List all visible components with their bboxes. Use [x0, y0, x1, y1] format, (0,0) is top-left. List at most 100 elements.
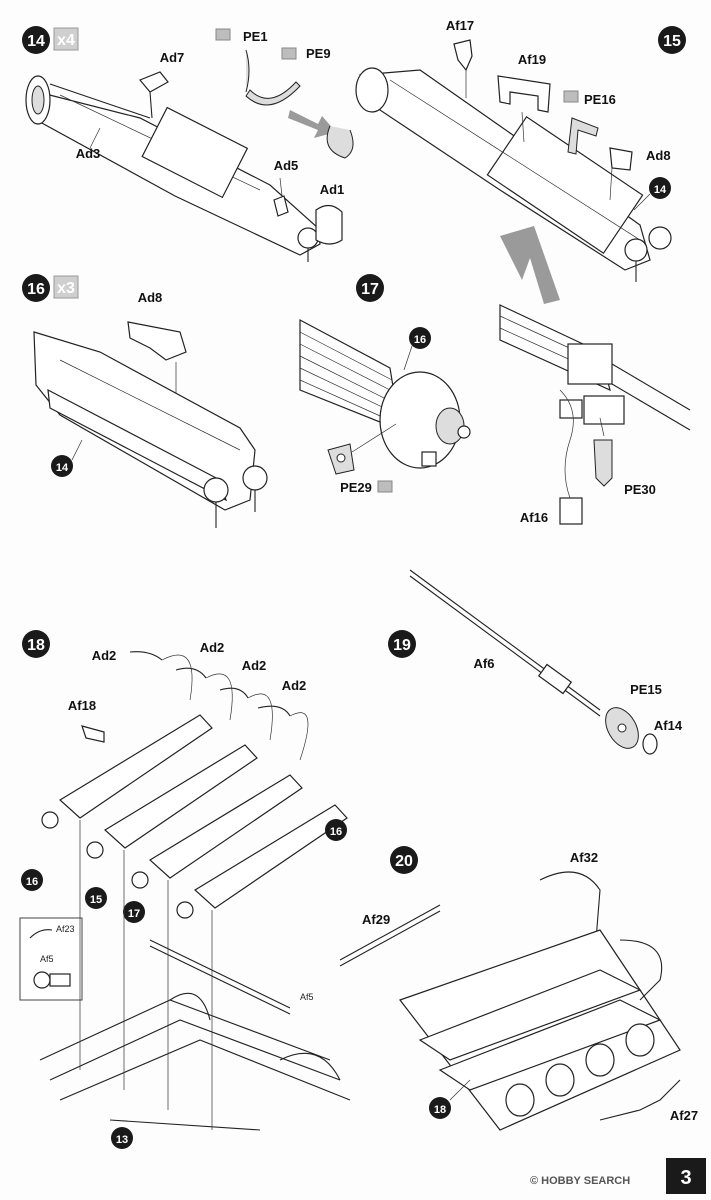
step-14: 14 x4 Ad7 PE1 PE9 Ad3 Ad5 — [22, 26, 344, 262]
etched-part-icon — [377, 480, 393, 493]
mount-frame-13 — [39, 992, 351, 1131]
subassembly-ref-17: 17 — [128, 908, 140, 920]
subassembly-ref-badge — [409, 327, 431, 349]
alignment-lines — [79, 820, 213, 1130]
watermark: © HOBBY SEARCH — [530, 1175, 630, 1187]
label-ad5: Ad5 — [274, 158, 299, 173]
part-ad1 — [315, 204, 343, 245]
label-ad1: Ad1 — [320, 182, 345, 197]
part-pe1 — [245, 49, 250, 93]
etched-part-icon — [563, 90, 579, 103]
part-ad7 — [139, 71, 169, 93]
label-ad2-d: Ad2 — [282, 678, 307, 693]
label-af27: Af27 — [670, 1108, 698, 1123]
gun-row — [41, 714, 348, 919]
label-ad8-s15: Ad8 — [646, 148, 671, 163]
label-ad7: Ad7 — [160, 50, 185, 65]
label-af29: Af29 — [362, 912, 390, 927]
subassembly-ref-13: 13 — [116, 1134, 128, 1146]
receiver-top-detail — [499, 304, 691, 431]
part-af18 — [81, 725, 105, 743]
step-number-17: 17 — [361, 281, 379, 298]
multiplier-16: x3 — [57, 280, 75, 297]
label-ad2-a: Ad2 — [92, 648, 117, 663]
multiplier-box-14 — [53, 27, 79, 51]
label-ad3: Ad3 — [76, 146, 101, 161]
subassembly-ref-badge — [21, 869, 43, 891]
label-pe9: PE9 — [306, 46, 331, 61]
part-af17 — [453, 39, 473, 72]
step-number-15: 15 — [663, 33, 681, 50]
subassembly-ref-badge — [325, 819, 347, 841]
step-19: 19 Af6 PE15 Af14 — [388, 569, 683, 755]
part-ad8 — [609, 147, 633, 171]
part-af14 — [642, 733, 658, 755]
subassembly-ref-badge — [429, 1097, 451, 1119]
label-pe29: PE29 — [340, 480, 372, 495]
step-badge-14 — [22, 26, 50, 54]
page-number: 3 — [680, 1167, 691, 1189]
label-af5-detail: Af5 — [40, 954, 54, 964]
label-pe16: PE16 — [584, 92, 616, 107]
receiver-step-16 — [33, 331, 268, 528]
step-number-20: 20 — [395, 853, 413, 870]
label-af19: Af19 — [518, 52, 546, 67]
subassembly-ref-14: 14 — [654, 184, 667, 196]
part-af27 — [599, 1079, 681, 1121]
label-af32: Af32 — [570, 850, 598, 865]
subassembly-ref-badge — [649, 177, 671, 199]
label-pe30: PE30 — [624, 482, 656, 497]
subassembly-ref-badge — [123, 901, 145, 923]
subassembly-ref-badge — [85, 887, 107, 909]
part-pe16 — [567, 117, 599, 155]
step-badge-16 — [22, 274, 50, 302]
label-af14: Af14 — [654, 718, 683, 733]
step-badge-20 — [390, 846, 418, 874]
barrel-jacket-step-17 — [299, 319, 471, 469]
label-af17: Af17 — [446, 18, 474, 33]
step-17: 17 16 PE29 — [299, 274, 471, 495]
label-af16: Af16 — [520, 510, 548, 525]
label-ad2-b: Ad2 — [200, 640, 225, 655]
multiplier-14: x4 — [57, 32, 75, 49]
gun-body-step-15 — [355, 67, 672, 282]
label-ad2-c: Ad2 — [242, 658, 267, 673]
part-af6 — [409, 569, 601, 711]
part-ad8 — [127, 321, 187, 361]
quad-mount-assembly — [399, 929, 681, 1131]
label-pe15: PE15 — [630, 682, 662, 697]
part-pe30 — [593, 439, 613, 487]
step-badge-17 — [356, 274, 384, 302]
multiplier-box-16 — [53, 275, 79, 299]
etched-part-icon — [215, 28, 231, 41]
part-af32 — [539, 871, 601, 941]
step-number-19: 19 — [393, 637, 411, 654]
step-number-14: 14 — [27, 33, 45, 50]
subassembly-ref-18: 18 — [434, 1104, 446, 1116]
subassembly-ref-badge — [111, 1127, 133, 1149]
label-af18: Af18 — [68, 698, 96, 713]
direction-arrow — [288, 110, 336, 138]
hoses-ad2 — [129, 651, 309, 761]
direction-arrow — [500, 226, 560, 304]
label-af23: Af23 — [56, 924, 75, 934]
part-ad5 — [273, 195, 289, 217]
step-badge-19 — [388, 630, 416, 658]
step-number-18: 18 — [27, 637, 45, 654]
label-ad8-s16: Ad8 — [138, 290, 163, 305]
step-number-16: 16 — [27, 281, 45, 298]
step-20: 20 Af32 Af29 Af27 18 — [339, 846, 698, 1131]
subassembly-ref-badge — [51, 455, 73, 477]
part-af16 — [559, 497, 583, 525]
part-af29 — [339, 904, 441, 961]
strap-assembly — [326, 125, 354, 159]
label-pe1: PE1 — [243, 29, 268, 44]
subassembly-ref-15: 15 — [90, 894, 102, 906]
step-16: 16 x3 Ad8 14 — [22, 274, 268, 528]
step-badge-18 — [22, 630, 50, 658]
subassembly-ref-16: 16 — [26, 876, 38, 888]
etched-part-icon — [281, 47, 297, 60]
label-af6: Af6 — [474, 656, 495, 671]
